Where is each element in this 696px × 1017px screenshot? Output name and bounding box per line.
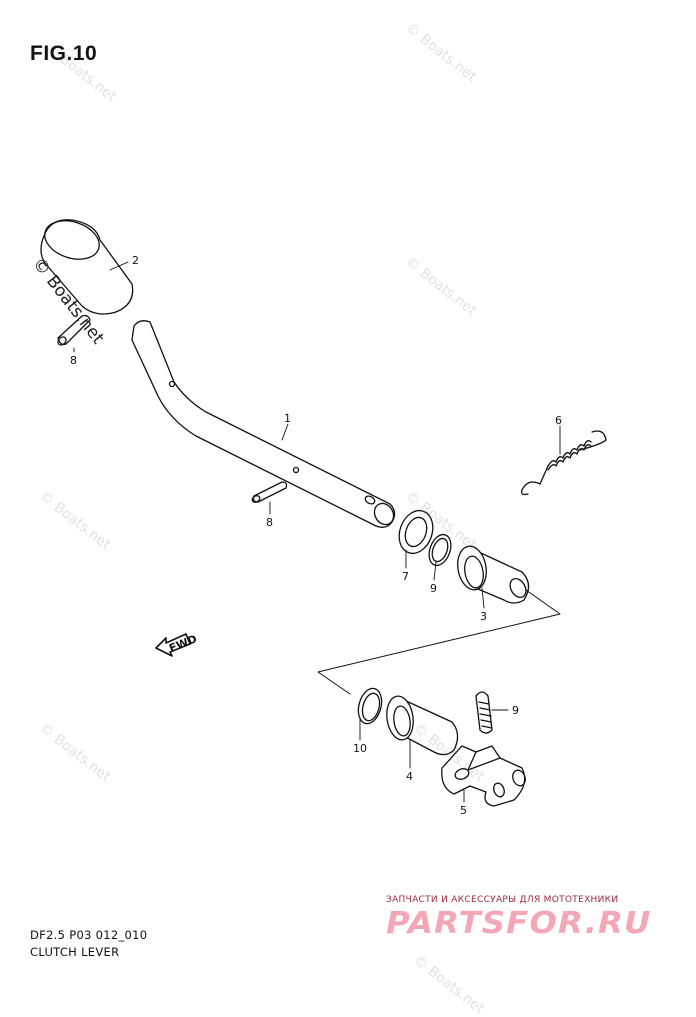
promo-text: ЗАПЧАСТИ И АКСЕССУАРЫ ДЛЯ МОТОТЕХНИКИ [386,895,619,905]
callout-1: 1 [284,412,291,425]
callout-9-lower: 9 [512,704,519,717]
drawing-name: CLUTCH LEVER [30,945,120,959]
fwd-arrow [155,633,191,657]
part-1-lever[interactable] [131,320,397,528]
part-5-bracket[interactable] [441,745,528,807]
callout-10: 10 [353,742,367,755]
callout-4: 4 [406,770,413,783]
callout-leaders [73,261,561,803]
part-2-grip[interactable] [40,214,134,315]
callout-3: 3 [480,610,487,623]
callout-6: 6 [555,414,562,427]
part-9-roll-pin[interactable] [475,691,493,734]
figure-title: FIG.10 [30,42,98,65]
callout-5: 5 [460,804,467,817]
callout-7: 7 [402,570,409,583]
part-4-bushing[interactable] [384,694,459,756]
part-7-washer[interactable] [393,506,438,558]
assembly-connector-line [317,589,561,695]
site-logo: PARTSFOR.RU [386,906,652,941]
part-3-bushing[interactable] [454,544,530,604]
drawing-code: DF2.5 P03 012_010 [30,928,148,942]
callout-2: 2 [132,254,139,267]
part-6-spring[interactable] [520,430,607,496]
parts-diagram-page: FIG.10 [28,20,652,1017]
part-9-oring[interactable] [425,532,455,569]
part-10-washer[interactable] [355,686,386,726]
part-8-pin-middle[interactable] [251,481,288,504]
callout-8-middle: 8 [266,516,273,529]
fwd-label: FWD [167,632,199,655]
callout-9-upper: 9 [430,582,437,595]
part-8-pin-upper[interactable] [56,314,91,347]
callout-8-upper: 8 [70,354,77,367]
exploded-parts-diagram: FWD 2 8 1 8 6 7 9 3 9 10 4 5 [40,214,607,817]
